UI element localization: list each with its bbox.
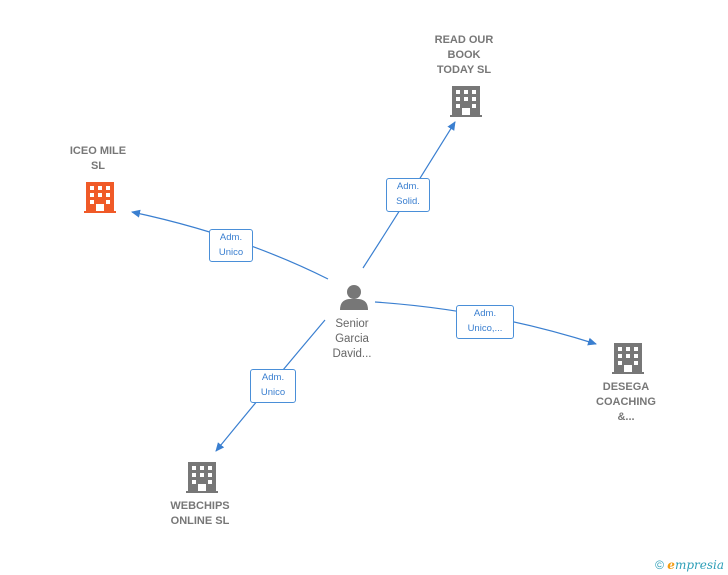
company-name-desega[interactable]: DESEGA COACHING &... (596, 381, 656, 423)
edge-label-desega: Adm. Unico,... (456, 305, 514, 339)
edge-label-readour: Adm. Solid. (386, 178, 430, 212)
building-icon[interactable] (612, 343, 644, 374)
person-icon[interactable] (340, 285, 368, 310)
company-name-iceo[interactable]: ICEO MILE SL (69, 145, 127, 172)
brand-logo-e: e (667, 558, 675, 572)
brand-footer: © empresia (655, 558, 724, 572)
building-icon[interactable] (84, 182, 116, 213)
company-name-readour[interactable]: READ OUR BOOK TODAY SL (434, 34, 494, 76)
company-name-webchips[interactable]: WEBCHIPS ONLINE SL (170, 500, 230, 527)
brand-logo-text: mpresia (674, 558, 724, 572)
edge-label-iceo: Adm. Unico (209, 229, 253, 262)
copyright-icon: © (655, 558, 664, 572)
building-icon[interactable] (450, 86, 482, 117)
edge-label-webchips: Adm. Unico (250, 369, 296, 403)
building-icon[interactable] (186, 462, 218, 493)
person-name[interactable]: Senior Garcia David... (332, 318, 372, 360)
